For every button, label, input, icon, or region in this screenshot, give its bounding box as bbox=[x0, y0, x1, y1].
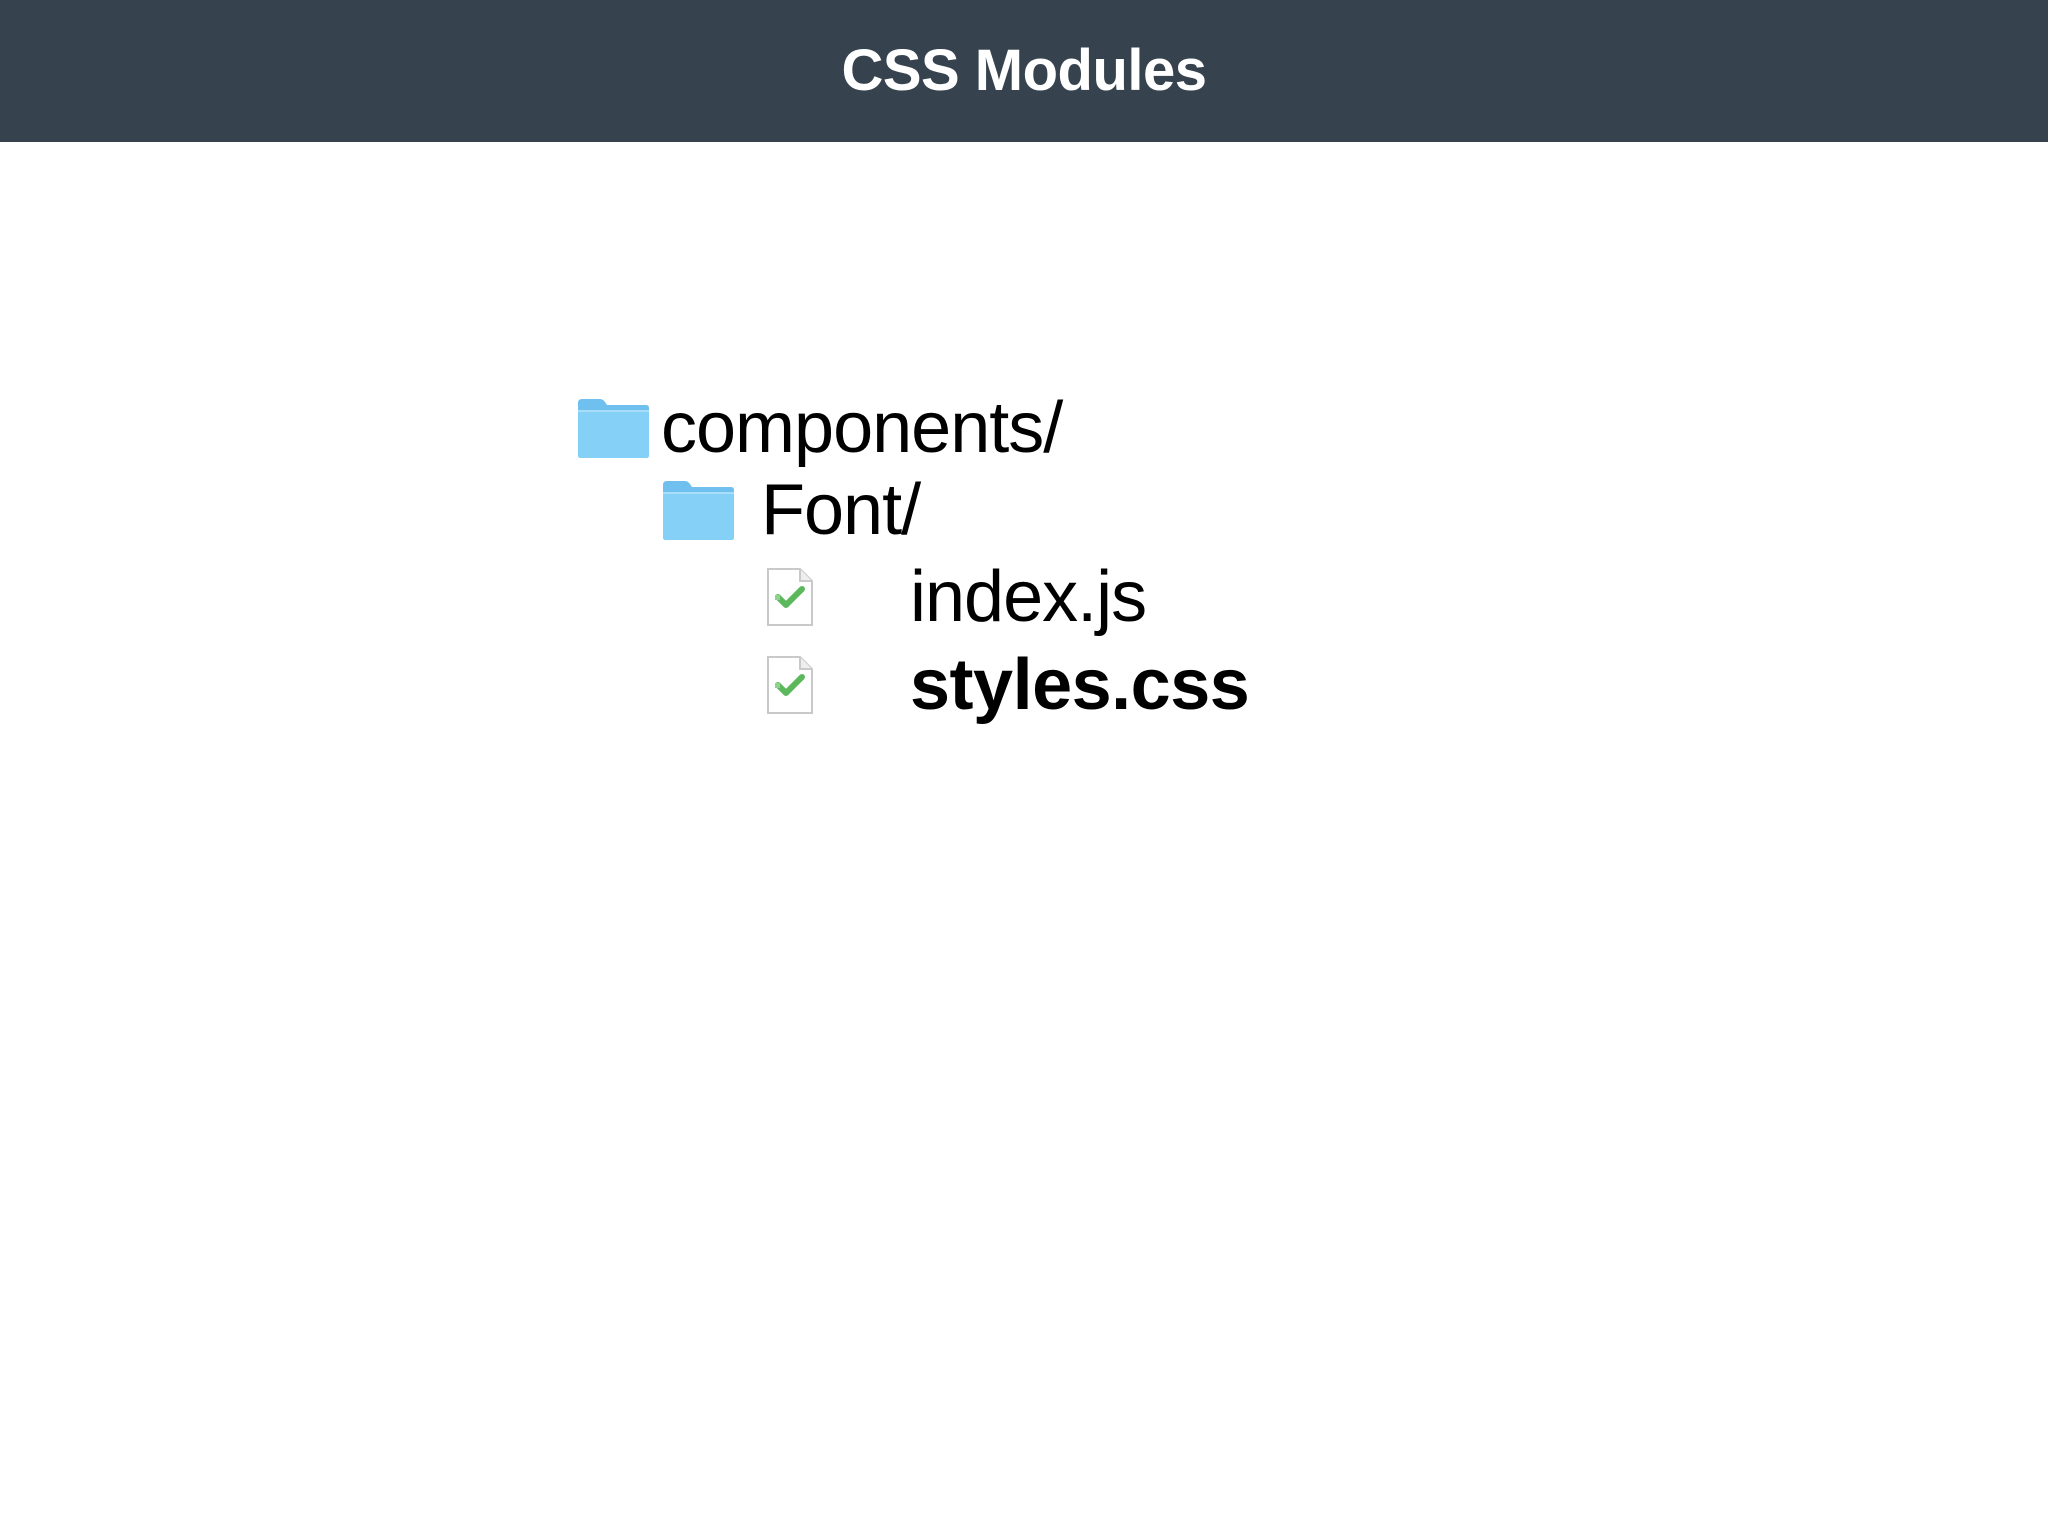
folder-icon bbox=[661, 479, 736, 541]
folder-icon bbox=[576, 397, 651, 459]
title-bar: CSS Modules bbox=[0, 0, 2048, 142]
tree-item-font[interactable]: Font/ bbox=[661, 470, 921, 550]
tree-item-label: Font/ bbox=[761, 470, 921, 550]
tree-item-label: components/ bbox=[661, 388, 1063, 468]
tree-item-index-js[interactable]: index.js bbox=[766, 557, 1147, 637]
tree-item-label: styles.css bbox=[910, 645, 1250, 725]
document-icon bbox=[766, 567, 814, 627]
tree-item-styles-css[interactable]: styles.css bbox=[766, 645, 1250, 725]
tree-item-label: index.js bbox=[910, 557, 1147, 637]
slide-title: CSS Modules bbox=[841, 37, 1207, 103]
document-icon bbox=[766, 655, 814, 715]
tree-item-components[interactable]: components/ bbox=[576, 388, 1063, 468]
